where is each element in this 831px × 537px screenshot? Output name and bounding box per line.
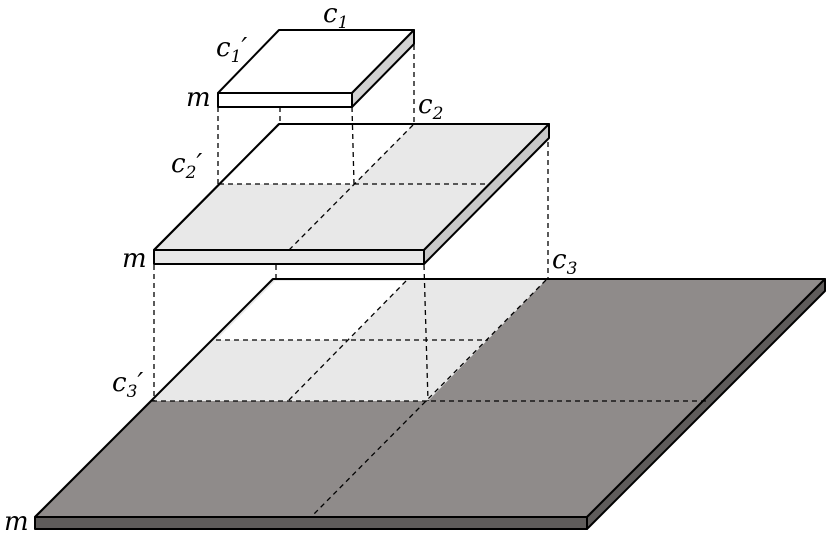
middle-slab-front-face: [153, 249, 425, 265]
label-c3-prime: c3′: [112, 368, 143, 402]
bottom-slab-right-face: [586, 278, 826, 530]
grid-line-d-mid: [288, 124, 414, 251]
top-slab: [217, 29, 415, 108]
label-c1-prime: c1′: [216, 33, 247, 67]
projection-lines-mid: [153, 142, 549, 402]
middle-slab: [153, 123, 550, 265]
bottom-slab-front-face: [34, 516, 588, 530]
bottom-slab-inner-quadrant: [216, 281, 406, 340]
grid-line-d-bottom: [310, 279, 547, 518]
label-m-mid: m: [122, 244, 147, 274]
projection-lines-top: [217, 45, 415, 185]
label-c3: c3: [552, 245, 577, 279]
label-m-bottom: m: [4, 507, 29, 537]
bottom-slab: [34, 278, 826, 530]
top-slab-front-face: [217, 92, 353, 108]
label-c2-prime: c2′: [171, 149, 202, 183]
grid-line-d-inner: [287, 280, 407, 402]
middle-slab-inner-quadrant: [219, 125, 413, 184]
label-c2: c2: [418, 90, 443, 124]
label-m-top: m: [186, 83, 211, 113]
top-slab-right-face: [351, 29, 415, 108]
label-c1: c1: [323, 0, 348, 33]
middle-slab-right-face: [423, 123, 550, 265]
